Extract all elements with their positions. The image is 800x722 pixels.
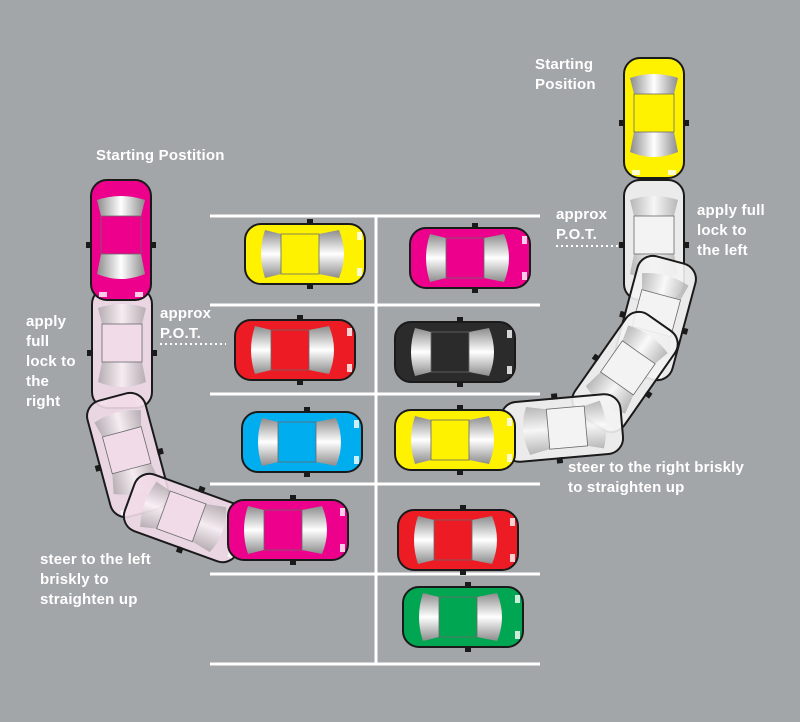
label-approx-pot-right: approx P.O.T. bbox=[556, 206, 608, 243]
left-path-ghost-car-1 bbox=[87, 287, 157, 409]
parked-car-red-right-bay-4 bbox=[397, 505, 519, 575]
parked-car-cyan-left-bay-3 bbox=[241, 407, 363, 477]
label-steer-right: steer to the right briskly to straighten… bbox=[568, 459, 745, 496]
label-full-lock-left: apply full lock to the left bbox=[697, 202, 765, 259]
bay-lines bbox=[210, 214, 540, 666]
label-steer-left: steer to the left briskly to straighten … bbox=[40, 551, 151, 608]
parked-car-magenta-right-bay-1 bbox=[409, 223, 531, 293]
parked-car-yellow-left-bay-1 bbox=[244, 219, 366, 289]
right-path-ghost-car-4 bbox=[499, 393, 625, 464]
label-full-lock-right: apply full lock to the right bbox=[26, 313, 76, 410]
cars bbox=[86, 57, 697, 652]
left-start-car-magenta bbox=[86, 179, 156, 301]
left-path-ghost-car-3 bbox=[122, 472, 250, 564]
left-end-car-magenta bbox=[227, 495, 349, 565]
pot-markers bbox=[160, 245, 622, 345]
label-starting-position-right: Starting Position bbox=[535, 56, 596, 93]
label-starting-position-left: Starting Postition bbox=[96, 147, 225, 164]
right-end-car-yellow bbox=[394, 405, 516, 475]
right-start-car-yellow bbox=[619, 57, 689, 179]
parked-car-black-right-bay-2 bbox=[394, 317, 516, 387]
parked-car-red-left-bay-2 bbox=[234, 315, 356, 385]
parked-car-green-right-bay-5 bbox=[402, 582, 524, 652]
label-approx-pot-left: approx P.O.T. bbox=[160, 305, 212, 342]
